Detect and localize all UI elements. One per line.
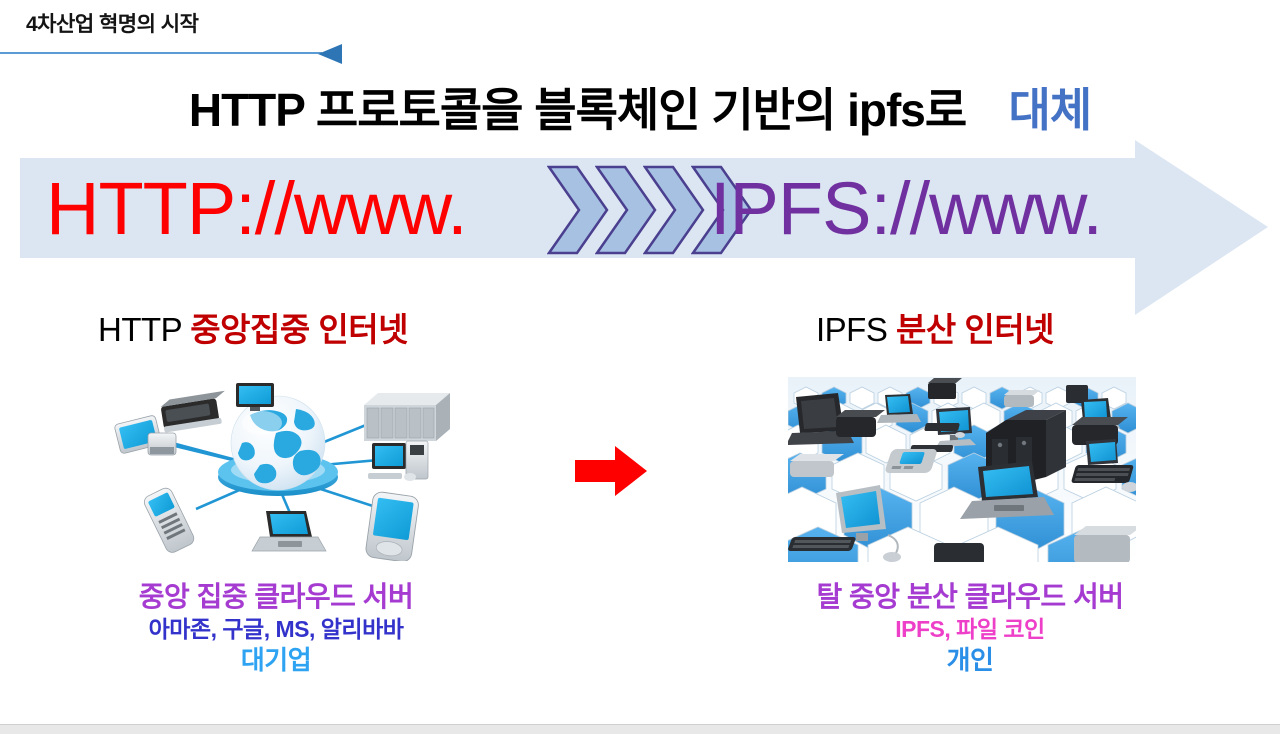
header-kicker-text: 4차산업 혁명의 시작 (26, 13, 199, 36)
http-url-label: HTTP://www. (46, 167, 468, 250)
chevron-right-icon-4 (691, 165, 753, 255)
right-caption-line-2: IPFS, 파일 코인 (895, 616, 1045, 642)
distributed-network-hexagon-image (788, 377, 1136, 562)
right-caption-line-1: 탈 중앙 분산 클라우드 서버 (816, 581, 1124, 612)
chevron-arrows-group (547, 165, 753, 255)
chevron-right-icon-2 (595, 165, 657, 255)
left-section-heading: HTTP 중앙집중 인터넷 (98, 303, 408, 351)
page-title-accent: 대체 (1008, 84, 1093, 136)
right-heading-accent: 분산 인터넷 (896, 311, 1054, 348)
url-transition-banner: HTTP://www. IPFS://www. (20, 140, 1268, 315)
left-caption-line-3: 대기업 (240, 645, 312, 675)
right-section-heading: IPFS 분산 인터넷 (816, 303, 1054, 351)
chevron-right-icon-3 (643, 165, 705, 255)
banner-arrow-head-icon (1135, 140, 1268, 315)
header-triangle-icon (318, 44, 342, 64)
left-caption-line-1: 중앙 집중 클라우드 서버 (138, 581, 414, 612)
ipfs-url-label: IPFS://www. (710, 167, 1103, 250)
right-caption-line-3: 개인 (946, 645, 994, 675)
header-rule-group (0, 44, 348, 64)
page-title-main: HTTP 프로토콜을 블록체인 기반의 ipfs로ㅤ (188, 84, 1010, 136)
chevron-right-icon-1 (547, 165, 609, 255)
right-caption-block: 탈 중앙 분산 클라우드 서버 IPFS, 파일 코인 개인 (760, 580, 1180, 676)
left-heading-prefix: HTTP (98, 311, 191, 348)
footer-strip (0, 724, 1280, 734)
slide-header: 4차산업 혁명의 시작 (0, 0, 1280, 64)
centralized-network-globe-image (100, 381, 453, 561)
page-title: HTTP 프로토콜을 블록체인 기반의 ipfs로ㅤ대체 (0, 74, 1280, 140)
transition-arrow-icon (575, 444, 647, 498)
header-horizontal-rule (0, 52, 322, 54)
left-caption-line-2: 아마존, 구글, MS, 알리바바 (148, 616, 404, 642)
right-heading-prefix: IPFS (816, 311, 897, 348)
left-heading-accent: 중앙집중 인터넷 (190, 311, 408, 348)
left-caption-block: 중앙 집중 클라우드 서버 아마존, 구글, MS, 알리바바 대기업 (66, 580, 486, 676)
